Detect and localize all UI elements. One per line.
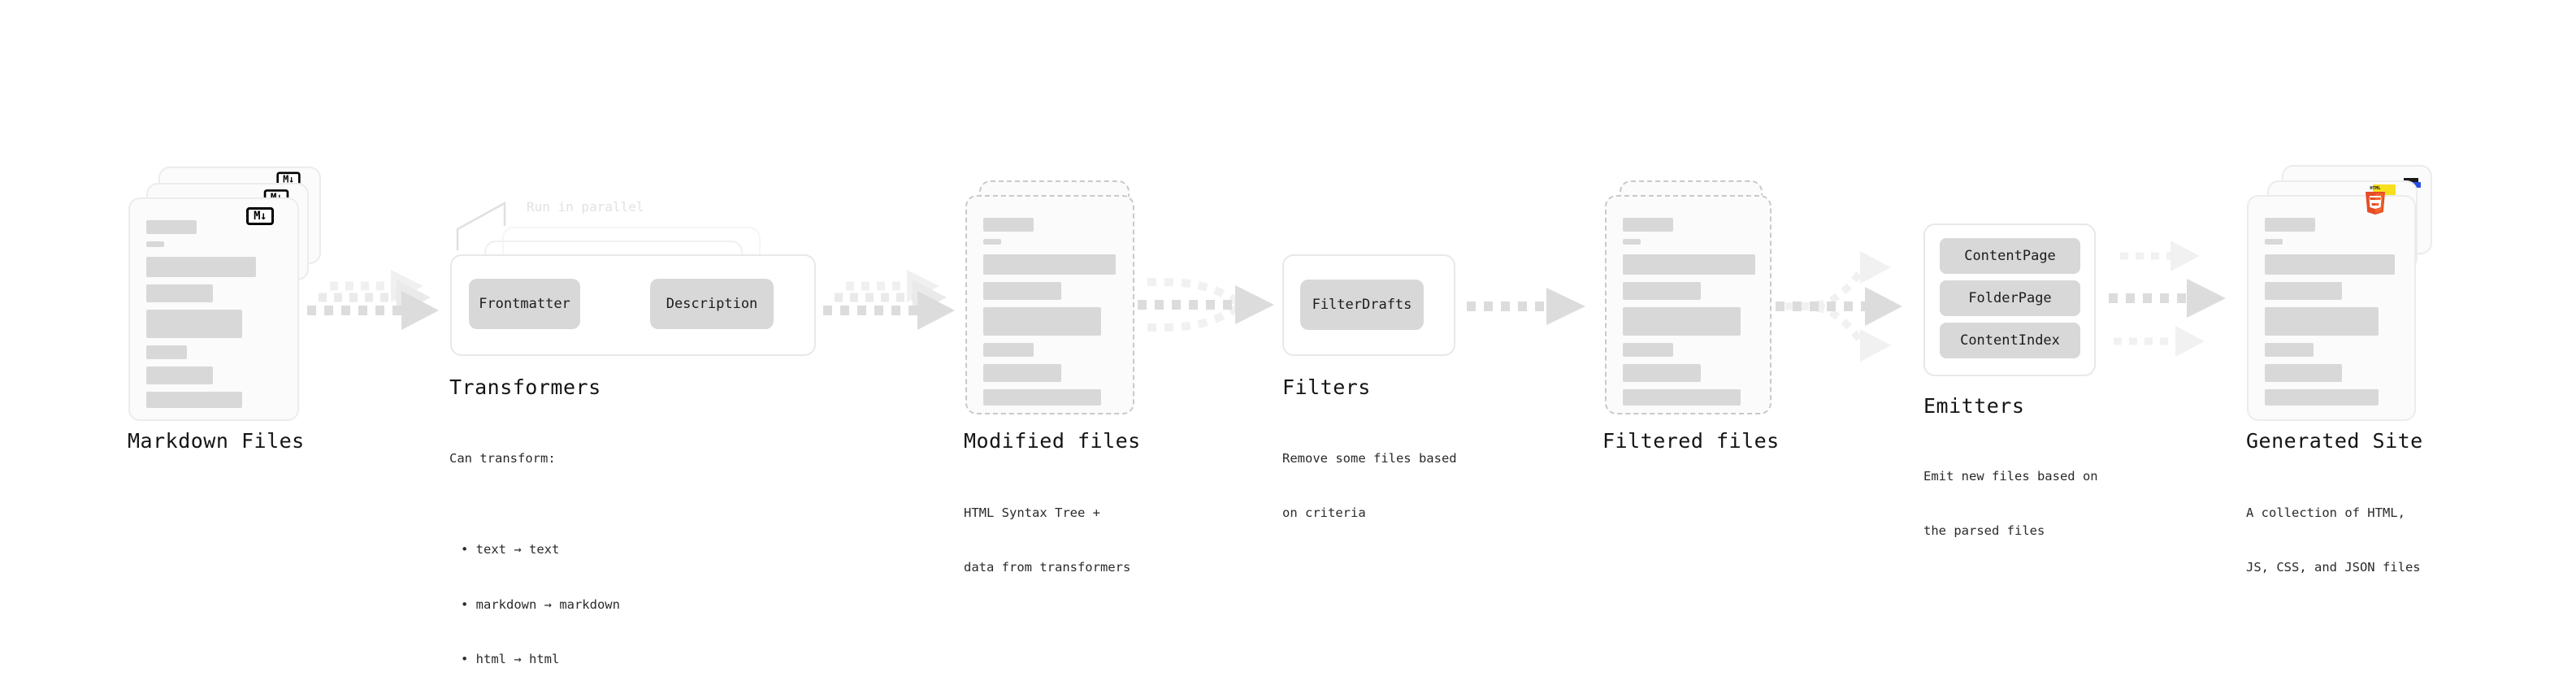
content-bar bbox=[1623, 218, 1673, 232]
transformers-capability-list: • text → text • markdown → markdown • ht… bbox=[461, 504, 620, 681]
transformers-label: Transformers bbox=[449, 375, 601, 399]
emitters-label: Emitters bbox=[1923, 394, 2025, 418]
arrow-modified-to-filters bbox=[1138, 278, 1274, 332]
list-item: • markdown → markdown bbox=[461, 596, 620, 612]
transformers-desc-heading: Can transform: bbox=[449, 450, 556, 466]
generated-card-front bbox=[2247, 195, 2416, 421]
transformers-description: Can transform: • text → text • markdown … bbox=[449, 413, 620, 681]
modified-card-content bbox=[983, 218, 1118, 413]
html5-icon: HTML bbox=[2366, 186, 2385, 215]
content-bar bbox=[2265, 364, 2342, 382]
arrow-emitters-to-generated bbox=[2109, 241, 2226, 357]
arrow-transformers-to-modified bbox=[823, 270, 955, 330]
content-bar bbox=[2265, 343, 2314, 357]
run-in-parallel-bracket bbox=[456, 201, 506, 250]
run-in-parallel-label: Run in parallel bbox=[527, 199, 644, 215]
content-bar bbox=[146, 257, 256, 277]
emitters-desc-line2: the parsed files bbox=[1923, 523, 2045, 539]
content-bar bbox=[983, 282, 1061, 300]
content-bar bbox=[2265, 307, 2379, 336]
emitters-description: Emit new files based on the parsed files bbox=[1923, 431, 2098, 577]
filtered-files-label: Filtered files bbox=[1602, 429, 1780, 453]
content-bar bbox=[1623, 254, 1755, 275]
arrow-filtered-to-emitters bbox=[1776, 251, 1902, 362]
emitters-desc-line1: Emit new files based on bbox=[1923, 468, 2098, 484]
content-bar bbox=[983, 254, 1116, 275]
content-bar bbox=[146, 345, 187, 359]
generated-site-description: A collection of HTML, JS, CSS, and JSON … bbox=[2246, 467, 2421, 614]
filters-desc-line2: on criteria bbox=[1282, 505, 1366, 521]
content-bar bbox=[146, 241, 164, 247]
emitter-node-contentindex[interactable]: ContentIndex bbox=[1940, 323, 2080, 358]
modified-desc-line2: data from transformers bbox=[964, 560, 1131, 575]
list-item: • html → html bbox=[461, 652, 560, 667]
filters-desc-line1: Remove some files based bbox=[1282, 450, 1457, 466]
content-bar bbox=[1623, 239, 1641, 245]
filter-node-filterdrafts[interactable]: FilterDrafts bbox=[1300, 280, 1424, 330]
markdown-card-content bbox=[146, 220, 283, 415]
transformer-node-description[interactable]: Description bbox=[650, 279, 774, 329]
filters-label: Filters bbox=[1282, 375, 1371, 399]
modified-card-front bbox=[965, 195, 1134, 414]
transformer-node-frontmatter[interactable]: Frontmatter bbox=[469, 279, 580, 329]
content-bar bbox=[1623, 364, 1701, 382]
emitter-node-folderpage[interactable]: FolderPage bbox=[1940, 280, 2080, 316]
svg-text:HTML: HTML bbox=[2370, 186, 2381, 191]
content-bar bbox=[983, 389, 1101, 406]
content-bar bbox=[146, 284, 213, 302]
generated-site-label: Generated Site bbox=[2246, 429, 2423, 453]
emitter-node-contentpage[interactable]: ContentPage bbox=[1940, 238, 2080, 274]
generated-desc-line2: JS, CSS, and JSON files bbox=[2246, 560, 2421, 575]
markdown-badge-front: M↓ bbox=[246, 207, 274, 225]
content-bar bbox=[146, 310, 242, 338]
content-bar bbox=[1623, 389, 1741, 406]
markdown-files-label: Markdown Files bbox=[128, 429, 305, 453]
content-bar bbox=[2265, 282, 2342, 300]
list-item: • text → text bbox=[461, 542, 560, 557]
markdown-card-front bbox=[128, 197, 299, 421]
content-bar bbox=[146, 367, 213, 384]
generated-card-content bbox=[2265, 218, 2400, 413]
modified-desc-line1: HTML Syntax Tree + bbox=[964, 505, 1100, 520]
content-bar bbox=[1623, 307, 1741, 336]
content-bar bbox=[983, 364, 1061, 382]
content-bar bbox=[2265, 218, 2315, 232]
content-bar bbox=[983, 218, 1034, 232]
content-bar bbox=[983, 307, 1101, 336]
content-bar bbox=[146, 220, 197, 234]
content-bar bbox=[2265, 239, 2283, 245]
content-bar bbox=[983, 239, 1001, 245]
content-bar bbox=[983, 343, 1034, 357]
content-bar bbox=[2265, 254, 2395, 275]
arrow-markdown-to-transformers bbox=[307, 270, 439, 330]
filtered-card-front bbox=[1605, 195, 1772, 414]
content-bar bbox=[1623, 343, 1673, 357]
filters-description: Remove some files based on criteria bbox=[1282, 413, 1457, 559]
content-bar bbox=[1623, 282, 1701, 300]
filtered-card-content bbox=[1623, 218, 1755, 413]
content-bar bbox=[2265, 389, 2379, 406]
generated-desc-line1: A collection of HTML, bbox=[2246, 505, 2405, 520]
modified-files-description: HTML Syntax Tree + data from transformer… bbox=[964, 467, 1130, 614]
arrow-filters-to-filtered bbox=[1467, 288, 1585, 325]
modified-files-label: Modified files bbox=[964, 429, 1141, 453]
content-bar bbox=[146, 392, 242, 408]
